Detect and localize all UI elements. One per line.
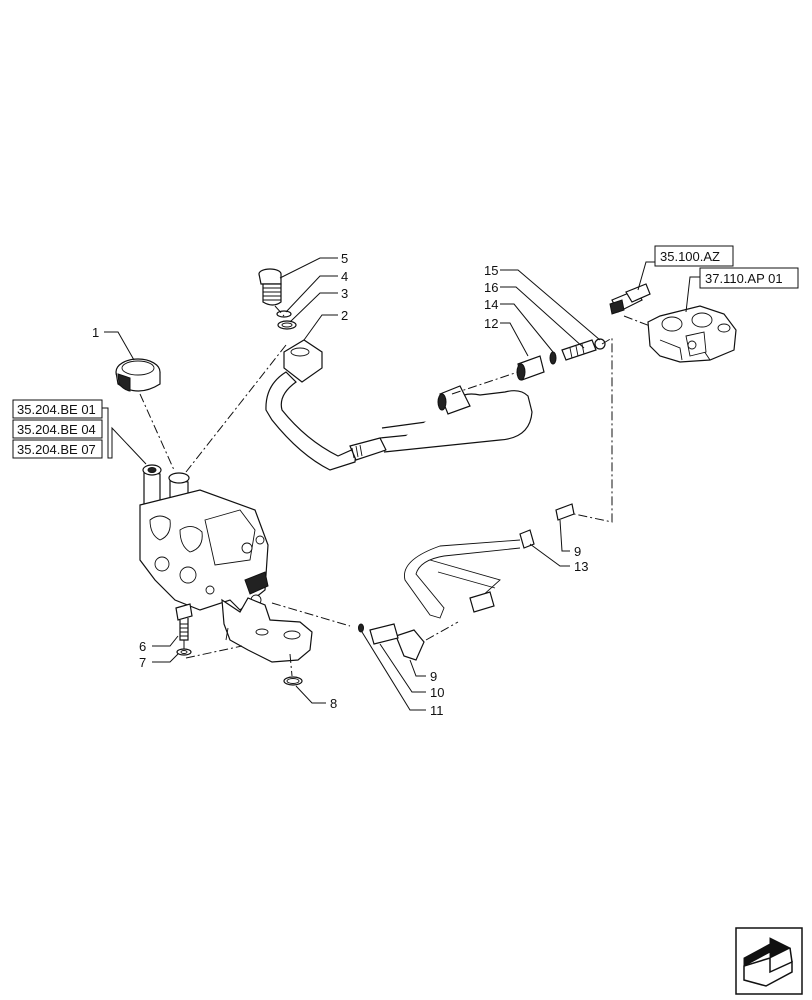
- part-16-adapter: [561, 339, 597, 361]
- callout-1: 1: [92, 325, 99, 340]
- ref-box-35-204-be-04: [12, 419, 103, 439]
- callout-12: 12: [484, 316, 498, 331]
- part-7-washer: [176, 648, 192, 656]
- ref-box-35-204-be-07: [12, 439, 103, 459]
- ref-box-35-100-az: [654, 245, 734, 267]
- callout-9-upper: 9: [574, 544, 581, 559]
- callout-8: 8: [330, 696, 337, 711]
- callout-5: 5: [341, 251, 348, 266]
- ref-box-35-204-be-01: [12, 399, 103, 419]
- callout-13: 13: [574, 559, 588, 574]
- callout-labels: 1 5 4 3 2 6 7 8 15 16 14 12 9 13 9 10 11: [92, 251, 588, 718]
- callout-15: 15: [484, 263, 498, 278]
- reference-boxes: 35.204.BE 01 35.204.BE 04 35.204.BE 07 3…: [12, 245, 799, 459]
- part-15-ball: [594, 338, 606, 350]
- callout-16: 16: [484, 280, 498, 295]
- callout-10: 10: [430, 685, 444, 700]
- callout-7: 7: [139, 655, 146, 670]
- part-1-cap: [115, 358, 161, 392]
- callout-9-lower: 9: [430, 669, 437, 684]
- ref-box-37-110-ap-01: [699, 267, 799, 289]
- part-9-elbow-lower: [395, 629, 425, 661]
- part-10-adapter: [369, 623, 399, 645]
- part-13-tube: [404, 503, 575, 619]
- part-6-bolt: [175, 603, 193, 641]
- part-8-oring: [283, 676, 303, 686]
- callout-4: 4: [341, 269, 348, 284]
- callout-3: 3: [341, 286, 348, 301]
- part-4-oring: [276, 310, 292, 318]
- part-3-washer: [277, 320, 297, 330]
- part-2-tube: [265, 339, 533, 471]
- part-5-plug: [258, 268, 282, 306]
- ref-35-204-be-04[interactable]: 35.204.BE 04: [17, 422, 96, 437]
- part-11-oring: [358, 623, 364, 633]
- leader-lines: [102, 257, 700, 711]
- part-14-oring: [549, 351, 557, 365]
- callout-11: 11: [430, 703, 444, 718]
- valve-assembly-right: [609, 283, 737, 363]
- valve-body: [139, 464, 313, 663]
- ref-35-204-be-01[interactable]: 35.204.BE 01: [17, 402, 96, 417]
- next-page-arrow-icon[interactable]: [735, 927, 803, 995]
- connection-lines: [139, 305, 651, 677]
- ref-35-100-az[interactable]: 35.100.AZ: [660, 249, 720, 264]
- callout-14: 14: [484, 297, 498, 312]
- callout-2: 2: [341, 308, 348, 323]
- ref-35-204-be-07[interactable]: 35.204.BE 07: [17, 442, 96, 457]
- ref-37-110-ap-01[interactable]: 37.110.AP 01: [705, 271, 783, 286]
- part-12-fitting: [516, 355, 545, 381]
- callout-6: 6: [139, 639, 146, 654]
